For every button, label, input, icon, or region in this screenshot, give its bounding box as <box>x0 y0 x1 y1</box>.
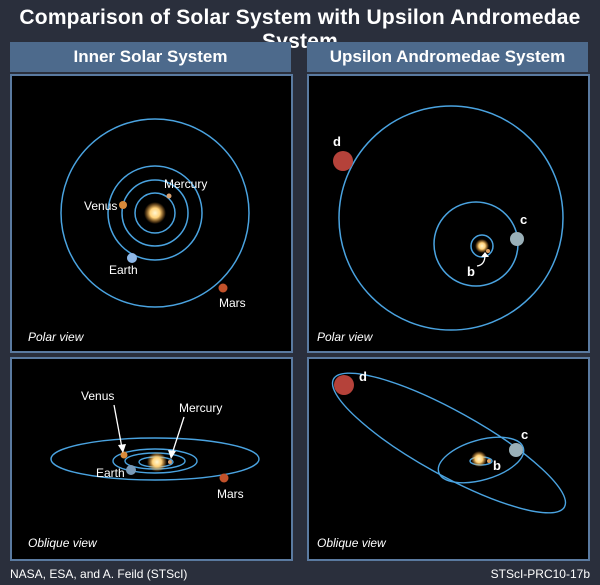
d-label: d <box>359 369 367 384</box>
credit-text: NASA, ESA, and A. Feild (STScI) <box>10 567 188 581</box>
solar-oblique-panel: Venus Mercury Earth Mars Oblique view <box>10 357 293 561</box>
earth-orbit <box>112 448 198 474</box>
venus-pointer-head <box>118 444 126 453</box>
mars-orbit <box>60 118 250 308</box>
venus-label: Venus <box>84 199 117 213</box>
planet-d <box>334 375 354 395</box>
sun <box>144 202 166 224</box>
oblique-view-label: Oblique view <box>28 536 97 550</box>
mercury-orbit <box>134 192 176 234</box>
venus-orbit <box>121 179 189 247</box>
venus-planet <box>119 201 127 209</box>
planet-c <box>510 232 524 246</box>
solar-polar-panel: Mercury Venus Earth Mars Polar view <box>10 74 293 353</box>
polar-view-label: Polar view <box>28 330 84 344</box>
mercury-pointer-head <box>168 450 176 459</box>
star-upsilon-andromedae <box>475 239 489 253</box>
upsilon-oblique-panel: d c b Oblique view <box>307 357 590 561</box>
orbit-c <box>437 436 525 484</box>
c-label: c <box>520 212 527 227</box>
oblique-view-label: Oblique view <box>317 536 386 550</box>
planet-d <box>333 151 353 171</box>
inner-solar-system-header: Inner Solar System <box>10 42 291 72</box>
mars-planet <box>218 283 228 293</box>
venus-pointer <box>113 404 123 449</box>
b-label: b <box>467 264 475 279</box>
star-upsilon-andromedae <box>471 451 487 467</box>
upsilon-polar-panel: d c b Polar view <box>307 74 590 353</box>
planet-c <box>509 443 523 457</box>
mercury-planet <box>166 193 172 199</box>
mercury-pointer <box>171 416 185 455</box>
orbit-d <box>331 372 567 514</box>
mars-planet <box>219 473 229 483</box>
mercury-label: Mercury <box>179 401 222 415</box>
mars-label: Mars <box>219 296 246 310</box>
earth-label: Earth <box>96 466 125 480</box>
earth-label: Earth <box>109 263 138 277</box>
upsilon-andromedae-header: Upsilon Andromedae System <box>307 42 588 72</box>
image-id-text: STScI-PRC10-17b <box>490 567 590 581</box>
mercury-planet <box>168 460 172 464</box>
mars-label: Mars <box>217 487 244 501</box>
c-label: c <box>521 427 528 442</box>
mercury-label: Mercury <box>164 177 207 191</box>
orbit-d <box>338 105 564 331</box>
planet-b <box>486 249 490 253</box>
earth-orbit <box>107 165 203 261</box>
sun <box>147 452 167 472</box>
venus-label: Venus <box>81 389 114 403</box>
d-label: d <box>333 134 341 149</box>
mars-orbit <box>50 437 260 481</box>
earth-planet <box>127 253 137 263</box>
b-arrow-head <box>481 252 489 257</box>
b-label: b <box>493 458 501 473</box>
planet-b <box>487 459 491 463</box>
polar-view-label: Polar view <box>317 330 373 344</box>
venus-planet <box>120 451 128 459</box>
earth-planet <box>126 465 136 475</box>
